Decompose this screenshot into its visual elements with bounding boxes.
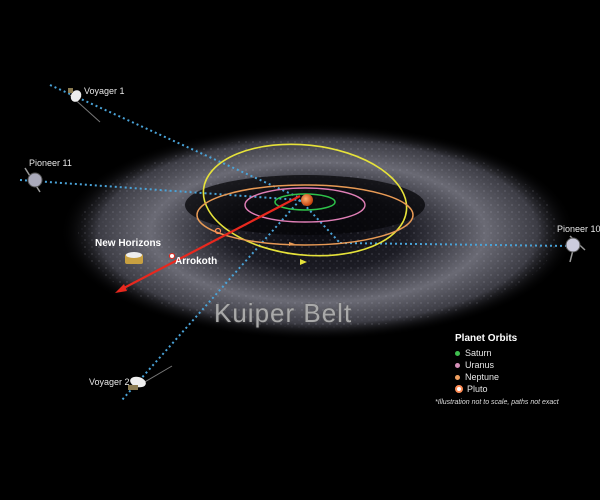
- uranus-orbit: [244, 187, 366, 223]
- voyager-2-icon: [128, 365, 173, 390]
- legend-item-saturn: Saturn: [455, 347, 559, 359]
- voyager-1-label: Voyager 1: [84, 86, 125, 96]
- pioneer-11-label: Pioneer 11: [29, 158, 72, 168]
- legend-heading: Planet Orbits: [455, 333, 518, 344]
- pioneer-11-icon: [24, 167, 43, 193]
- new-horizons-path: [115, 195, 301, 293]
- pluto-ring-icon: [455, 385, 463, 393]
- new-horizons-icon: [125, 252, 143, 264]
- neptune-orbit: [196, 184, 414, 246]
- kuiper-belt-disk: [60, 124, 576, 340]
- legend-item-pluto: Pluto: [455, 383, 559, 395]
- sun: [301, 194, 313, 206]
- pluto-orbit: [202, 143, 408, 257]
- diagram-title: Kuiper Belt: [214, 298, 353, 328]
- pioneer-10-label: Pioneer 10: [557, 224, 600, 234]
- spacecraft-trajectories: [19, 84, 571, 401]
- arrokoth-marker: [169, 253, 175, 259]
- disclaimer-note: *Illustration not to scale, paths not ex…: [435, 399, 559, 406]
- pioneer-10-trajectory-outer: [339, 242, 571, 247]
- new-horizons-label: New Horizons: [95, 238, 162, 249]
- planet-orbits-legend: Planet Orbits Saturn Uranus Neptune Plut…: [435, 333, 559, 406]
- saturn-dot-icon: [455, 350, 460, 356]
- planet-orbits: [196, 143, 414, 265]
- pioneer-11-trajectory: [19, 179, 301, 201]
- voyager-1-icon: [68, 88, 101, 123]
- saturn-orbit: [274, 193, 336, 211]
- pioneer-10-icon: [565, 235, 586, 263]
- uranus-dot-icon: [455, 362, 460, 368]
- neptune-dot-icon: [455, 374, 460, 380]
- legend-item-uranus: Uranus: [455, 359, 559, 371]
- voyager-1-trajectory: [49, 84, 301, 199]
- voyager-2-label: Voyager 2: [89, 377, 130, 387]
- legend-item-neptune: Neptune: [455, 371, 559, 383]
- arrokoth-label: Arrokoth: [175, 256, 218, 267]
- pluto-flyby-marker: [214, 227, 222, 235]
